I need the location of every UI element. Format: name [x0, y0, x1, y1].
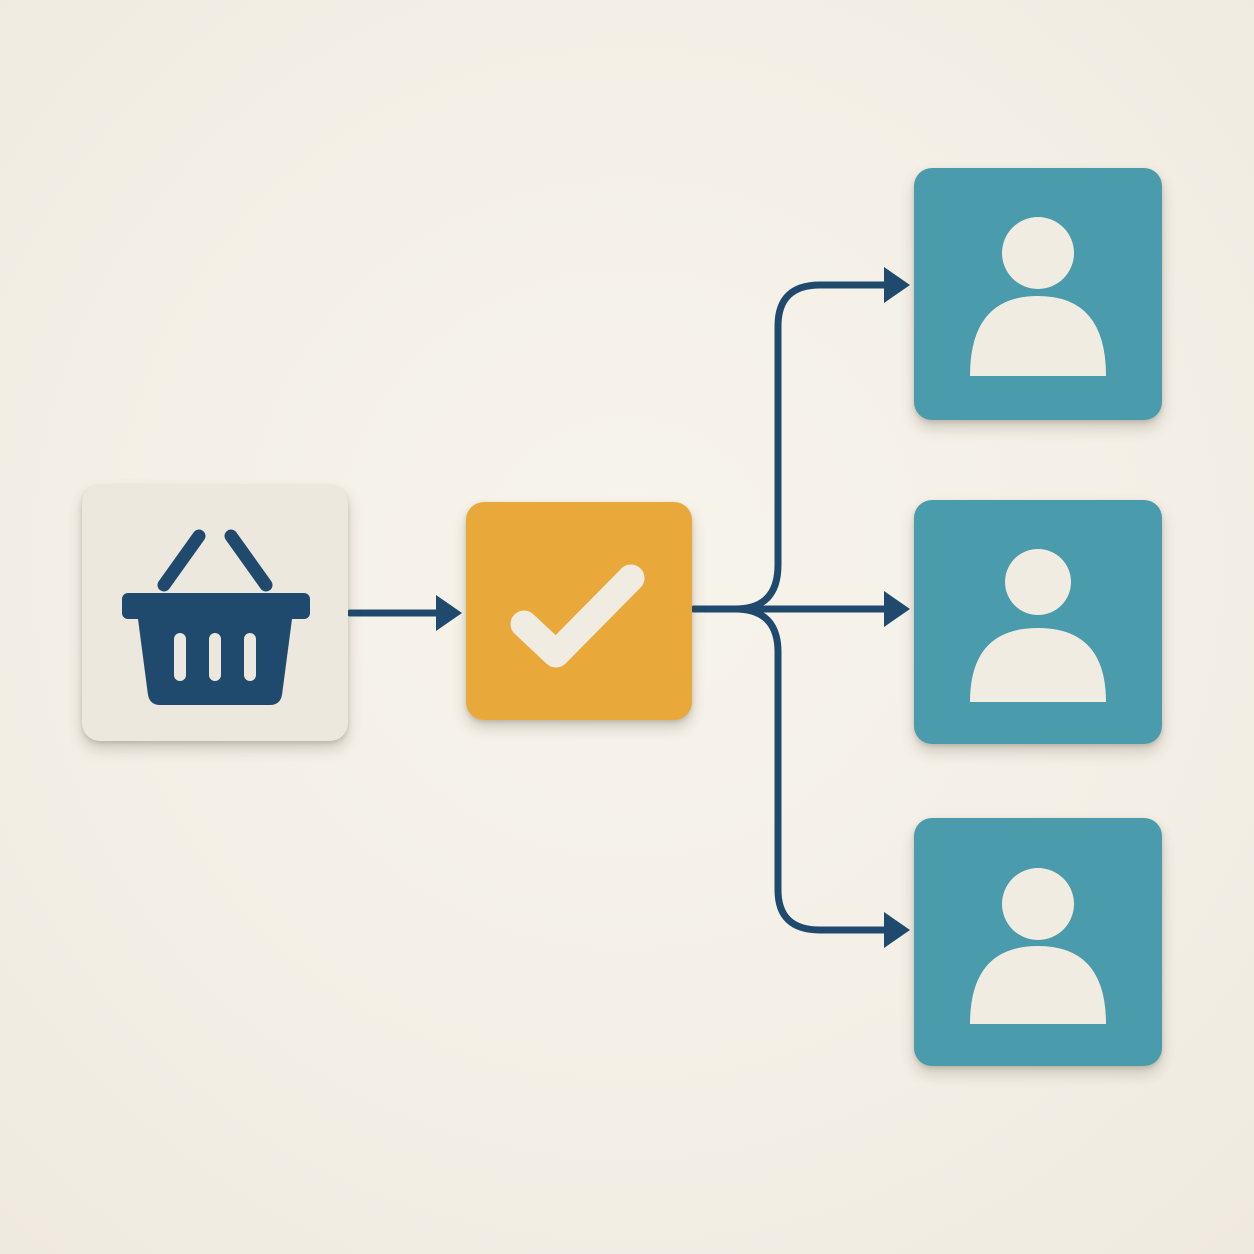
arrowhead-to-user-1 — [884, 267, 910, 303]
user-node-1[interactable] — [914, 168, 1162, 420]
cart-node[interactable] — [82, 485, 348, 741]
arrowhead-to-approval — [436, 595, 462, 631]
arrowhead-to-user-2 — [884, 591, 910, 627]
shopping-basket-icon — [122, 529, 310, 705]
checkmark-icon — [510, 564, 645, 668]
edge-approval-to-user-1 — [690, 281, 894, 613]
user-node-3[interactable] — [914, 818, 1162, 1066]
user-icon — [970, 217, 1106, 376]
approval-node[interactable] — [466, 502, 692, 720]
user-icon — [970, 868, 1106, 1024]
edge-approval-to-user-3 — [690, 605, 894, 934]
user-node-2[interactable] — [914, 500, 1162, 744]
user-icon — [970, 549, 1106, 702]
arrowhead-to-user-3 — [884, 912, 910, 948]
